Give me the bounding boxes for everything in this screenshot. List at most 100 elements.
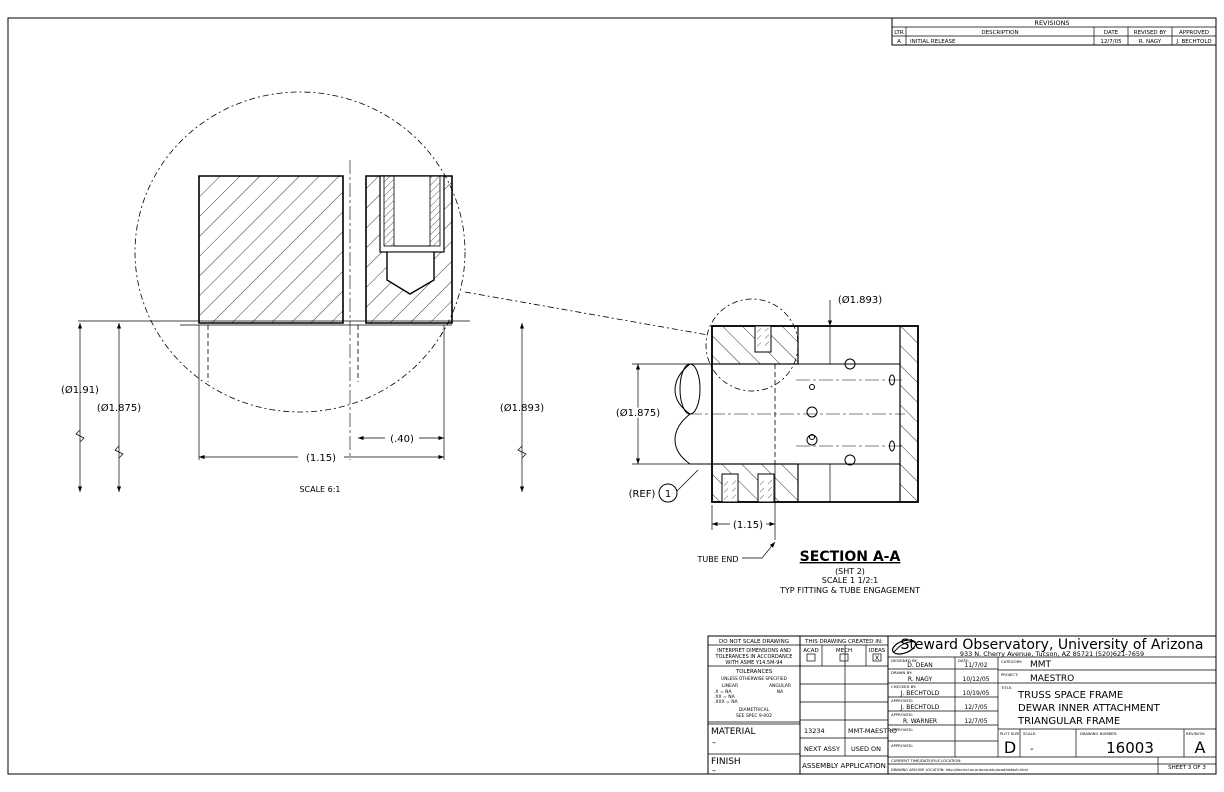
- drawn-by-value: R. NAGY: [908, 676, 933, 683]
- tolerance-x2: .XX = NA: [714, 694, 736, 700]
- designed-by-label: DESIGNED BY:: [891, 658, 918, 663]
- created-option-mech: MECH: [836, 648, 852, 654]
- drawn-by-label: DRAWN BY:: [891, 670, 912, 675]
- approved-label-3: APPROVED:: [891, 727, 913, 732]
- current-time-label: CURRENT TIME/DATE/FILE LOCATION:: [891, 758, 962, 763]
- detail-scale-label: SCALE 6:1: [299, 485, 340, 494]
- dim-dia-1893-detail: (Ø1.893): [500, 402, 544, 414]
- item-balloon-number: 1: [665, 489, 671, 500]
- tolerances-heading: TOLERANCES: [735, 669, 773, 675]
- revision-label: REVISION:: [1186, 731, 1205, 736]
- sheet-border: [7, 17, 1217, 775]
- section-title: SECTION A-A: [800, 549, 901, 565]
- next-assy-value-2: MMT-MAESTRO: [848, 727, 897, 735]
- tolerance-x1: .X = NA: [714, 689, 733, 695]
- category-value: MMT: [1030, 660, 1052, 670]
- rev-row-approved: J. BECHTOLD: [1175, 39, 1211, 45]
- detail-view: (Ø1.91) (Ø1.875) (Ø1.893) (.40) (1.15) S…: [61, 91, 544, 494]
- material-label: MATERIAL: [711, 727, 756, 737]
- designed-by-value: D. DEAN: [907, 662, 932, 669]
- section-note: TYP FITTING & TUBE ENGAGEMENT: [779, 586, 920, 595]
- dim-length-115-detail: (1.15): [306, 453, 336, 464]
- tolerances-unless: UNLESS OTHERWISE SPECIFIED: [721, 676, 787, 681]
- rev-header-ltr: LTR: [894, 30, 904, 36]
- plot-size-value: D: [1004, 738, 1016, 757]
- revisions-table: REVISIONS LTR DESCRIPTION DATE REVISED B…: [891, 17, 1217, 46]
- tolerance-angular-value: NA: [777, 689, 784, 695]
- drawing-number-value: 16003: [1106, 739, 1154, 757]
- drawing-number-label: DRAWING NUMBER:: [1080, 731, 1117, 736]
- rev-row-ltr: A: [897, 39, 901, 45]
- title-line-2: DEWAR INNER ATTACHMENT: [1018, 703, 1161, 714]
- finish-label: FINISH: [711, 757, 741, 767]
- rev-row-revised-by: R. NAGY: [1139, 39, 1162, 45]
- next-assy-label: NEXT ASSY: [804, 745, 840, 753]
- tube-end-label: TUBE END: [696, 555, 738, 564]
- scale-value: -: [1030, 744, 1034, 755]
- dim-dia-1893-section: (Ø1.893): [838, 294, 882, 306]
- item-balloon: [658, 483, 678, 503]
- org-address: 933 N. Cherry Avenue, Tucson, AZ 85721 (…: [960, 650, 1144, 658]
- project-value: MAESTRO: [1030, 674, 1074, 684]
- approved-label-4: APPROVED:: [891, 743, 913, 748]
- tolerance-angular-label: ANGULAR: [769, 683, 791, 689]
- tolerance-linear-label: LINEAR: [722, 683, 738, 689]
- created-in-header: THIS DRAWING CREATED IN:: [804, 639, 883, 645]
- approved-by-2: R. WARNER: [903, 718, 937, 725]
- dim-dia-1875-section: (Ø1.875): [616, 407, 660, 419]
- dim-dia-191: (Ø1.91): [61, 384, 99, 396]
- created-option-acad: ACAD: [803, 648, 819, 654]
- scale-label: SCALE:: [1023, 731, 1036, 736]
- ideas-checkbox: [872, 653, 882, 662]
- sheet-number: SHEET 3 OF 3: [1168, 765, 1206, 771]
- plot-size-label: PLOT SIZE: [1000, 731, 1020, 736]
- see-spec-label: SEE SPEC 9-002: [736, 713, 772, 719]
- detail-leader-line: [464, 291, 709, 336]
- steward-observatory-logo-icon: [891, 639, 917, 655]
- rev-header-approved: APPROVED: [1179, 30, 1209, 36]
- revisions-title: REVISIONS: [1034, 19, 1069, 27]
- ideas-check-mark-icon: X: [875, 655, 879, 662]
- finish-value: –: [712, 766, 716, 775]
- title-line-1: TRUSS SPACE FRAME: [1017, 690, 1123, 701]
- interpret-line-1: INTERPRET DIMENSIONS AND: [717, 648, 791, 654]
- rev-header-description: DESCRIPTION: [981, 30, 1018, 36]
- rev-row-date: 12/7/05: [1100, 39, 1122, 45]
- created-block: THIS DRAWING CREATED IN: ACAD MECH IDEAS…: [799, 635, 897, 775]
- title-block: Steward Observatory, University of Arizo…: [887, 635, 1217, 775]
- detail-drill-point: [386, 252, 435, 295]
- approved-date-1: 12/7/05: [964, 704, 987, 711]
- approved-label-2: APPROVED:: [891, 712, 913, 717]
- interpret-line-2: TOLERANCES IN ACCORDANCE: [715, 654, 793, 660]
- assembly-application-label: ASSEMBLY APPLICATION: [802, 762, 886, 770]
- mech-checkbox: [839, 653, 849, 662]
- org-name: Steward Observatory, University of Arizo…: [901, 637, 1204, 653]
- dim-length-040: (.40): [390, 434, 414, 445]
- title-label: TITLE:: [1000, 685, 1013, 690]
- detail-body-left: [198, 175, 344, 324]
- title-line-3: TRIANGULAR FRAME: [1017, 716, 1120, 727]
- rev-header-date: DATE: [1104, 30, 1119, 36]
- approved-label-1: APPROVED:: [891, 698, 913, 703]
- checked-date: 10/19/05: [963, 690, 990, 697]
- archive-location: DRAWING ARCHIVE LOCATION: http://devinci…: [891, 768, 1028, 772]
- tolerance-x3: .XXX = NA: [714, 699, 739, 705]
- dim-dia-1875: (Ø1.875): [97, 402, 141, 414]
- next-assy-value-1: 13234: [804, 727, 825, 735]
- designed-date: 11/7/02: [964, 662, 987, 669]
- section-a-a: (Ø1.893) (Ø1.875) (REF) 1 (1.15) TUBE EN…: [614, 294, 920, 595]
- material-value: –: [712, 738, 716, 747]
- approved-by-1: J. BECHTOLD: [900, 704, 940, 711]
- checked-by-label: CHECKED BY:: [891, 684, 916, 689]
- do-not-scale-note: DO NOT SCALE DRAWING: [719, 639, 789, 645]
- detail-circle: [134, 91, 466, 413]
- tube-break: [674, 363, 691, 465]
- section-scale: SCALE 1 1/2:1: [822, 576, 878, 585]
- checked-by-value: J. BECHTOLD: [900, 690, 940, 697]
- rev-header-revised-by: REVISED BY: [1134, 30, 1167, 36]
- ref-label: (REF): [629, 489, 656, 500]
- interpret-line-3: WITH ASME Y14.5M-94: [725, 660, 782, 666]
- project-label: PROJECT:: [1001, 672, 1018, 677]
- section-sheet-ref: (SHT 2): [835, 567, 865, 576]
